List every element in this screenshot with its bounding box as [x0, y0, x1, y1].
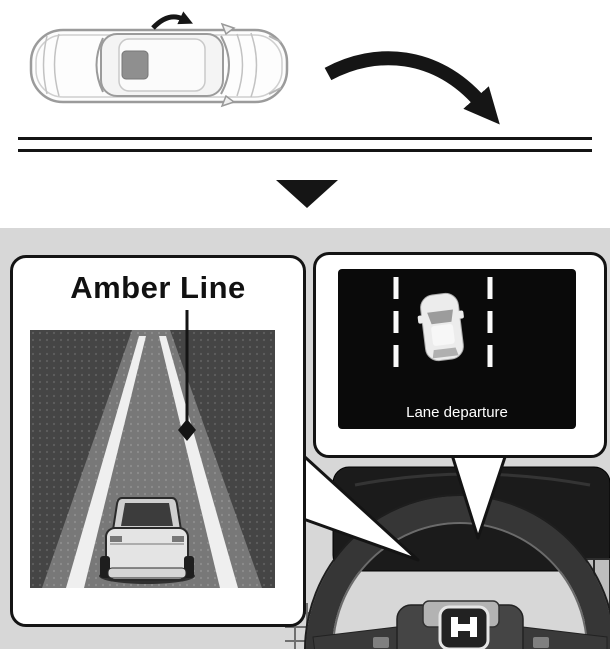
car-rear-view-icon	[99, 497, 195, 584]
curved-arrow-icon	[324, 51, 500, 125]
side-mirror	[220, 22, 236, 36]
down-triangle-icon	[276, 180, 338, 208]
swerve-arrow-icon	[151, 11, 193, 30]
side-mirror	[220, 94, 236, 108]
honda-logo-icon	[438, 605, 490, 649]
amber-line-callout: Amber Line	[10, 255, 306, 627]
display-car-icon	[417, 292, 464, 362]
amber-line-label: Amber Line	[70, 270, 246, 305]
sunroof	[121, 50, 149, 80]
spoke-button-right	[533, 637, 549, 648]
lane-line-right	[159, 336, 238, 588]
top-section	[0, 0, 610, 228]
lane-departure-callout: Lane departure	[313, 252, 607, 458]
amber-line-pointer	[178, 310, 196, 441]
lane-line-left	[66, 336, 146, 588]
car-top-view-icon	[29, 11, 289, 108]
steering-wheel-icon	[285, 466, 610, 649]
spoke-button-left	[373, 637, 389, 648]
double-line-divider	[18, 137, 592, 152]
lane-departure-text: Lane departure	[406, 404, 508, 421]
road-view-image	[30, 330, 275, 588]
lane-departure-display: Lane departure	[338, 269, 576, 429]
diamond-marker-icon	[178, 419, 196, 441]
